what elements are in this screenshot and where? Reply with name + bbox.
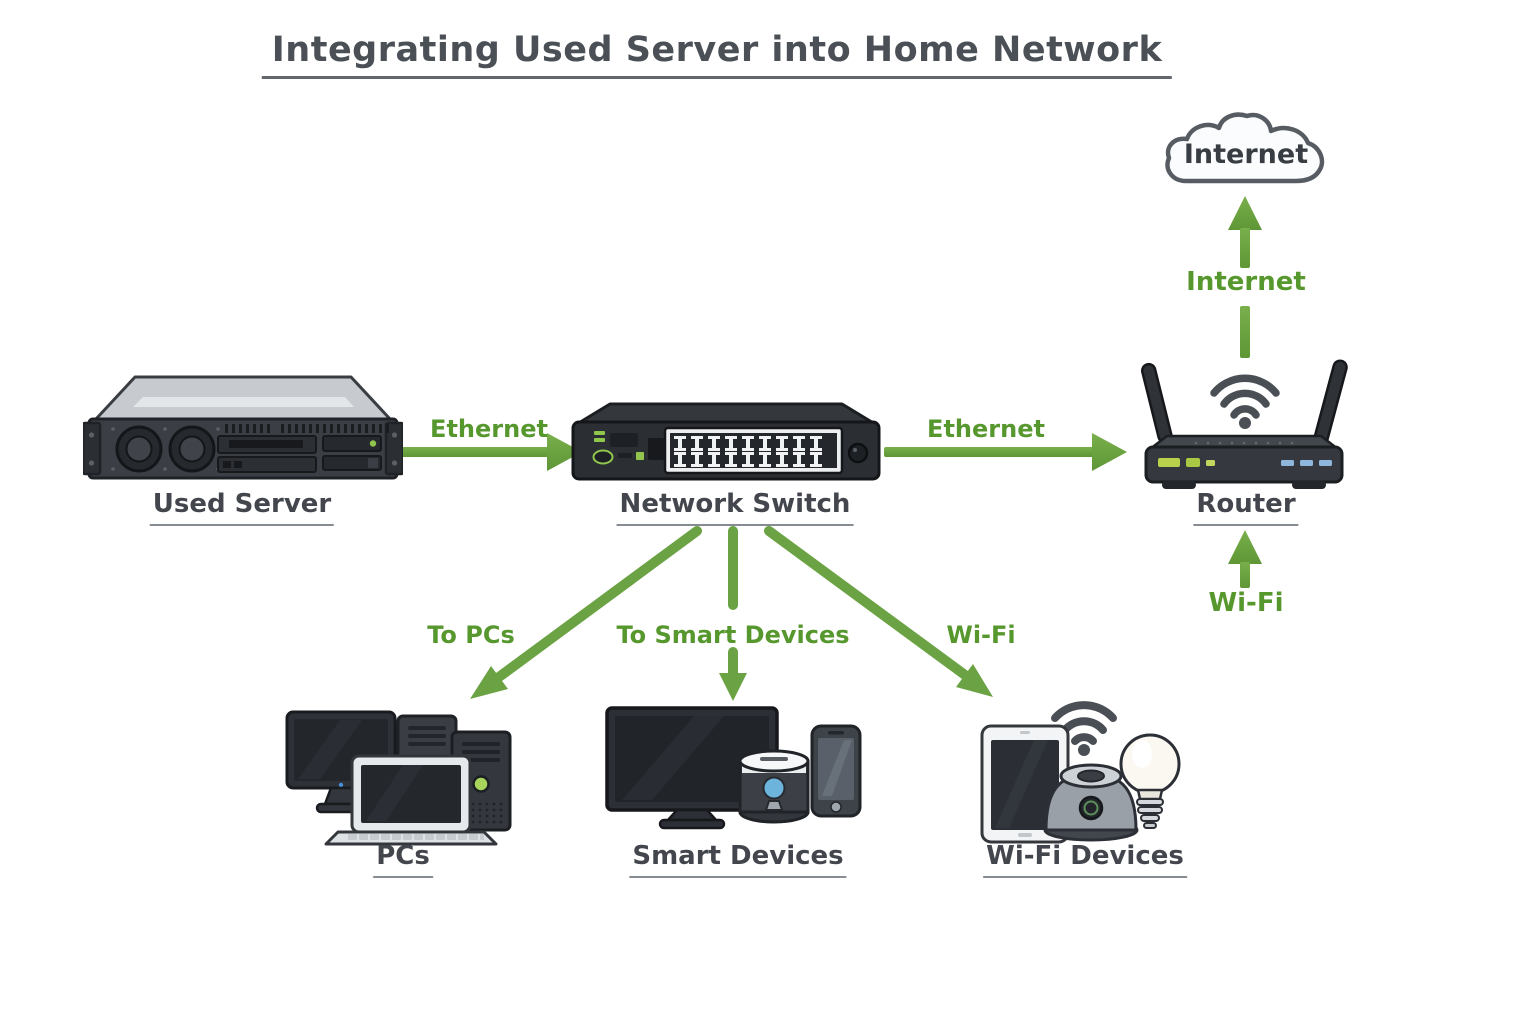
wifi-branch-edge-label: Wi-Fi [946, 621, 1016, 649]
to-smart-devices-edge-label: To Smart Devices [616, 621, 850, 649]
pcs-label: PCs [373, 841, 433, 878]
laptop-icon [324, 754, 498, 846]
arrow-switch-to-router [884, 433, 1127, 471]
ethernet-edge-label: Ethernet [927, 415, 1045, 443]
rack-server-icon [83, 375, 403, 480]
lightbulb-icon [1119, 733, 1181, 829]
arrow-router-to-internet [1228, 196, 1262, 358]
arrow-wifi-to-router [1228, 530, 1262, 588]
arrow-switch-to-pcs [470, 526, 702, 699]
desktop-towers-laptop-icon [285, 710, 512, 846]
tablet-hub-bulb-icon [980, 701, 1181, 844]
antenna-left [1140, 362, 1173, 444]
ethernet-switch-icon [571, 402, 881, 481]
tv-speaker-phone-icon [605, 706, 862, 830]
antenna-right [1313, 359, 1348, 446]
smartphone-icon [810, 724, 862, 818]
ethernet-edge-label: Ethernet [430, 415, 548, 443]
to-pcs-edge-label: To PCs [427, 621, 515, 649]
used-server-label: Used Server [149, 489, 335, 526]
wifi-signal-icon [1051, 701, 1117, 756]
page-title: Integrating Used Server into Home Networ… [261, 30, 1173, 79]
internet-cloud-label: Internet [1183, 139, 1309, 170]
smart-speaker-icon [738, 749, 810, 824]
smart-devices-label: Smart Devices [629, 841, 847, 878]
arrow-server-to-switch [399, 433, 582, 471]
cloud-icon [1165, 112, 1325, 184]
arrow-switch-to-wifi-devices [764, 526, 993, 697]
wifi-edge-label: Wi-Fi [1208, 588, 1284, 618]
wifi-router-icon [1140, 359, 1348, 489]
router-leds [1158, 458, 1332, 467]
wifi-devices-label: Wi-Fi Devices [983, 841, 1187, 878]
arrow-switch-to-smart-devices [719, 526, 747, 701]
server-fan-icon [115, 425, 216, 473]
network-switch-label: Network Switch [616, 489, 854, 526]
internet-edge-label: Internet [1186, 267, 1306, 297]
smart-hub-icon [1043, 763, 1139, 842]
wifi-signal-icon [1210, 374, 1280, 429]
router-label: Router [1193, 489, 1299, 526]
smart-tv-icon [605, 706, 779, 830]
